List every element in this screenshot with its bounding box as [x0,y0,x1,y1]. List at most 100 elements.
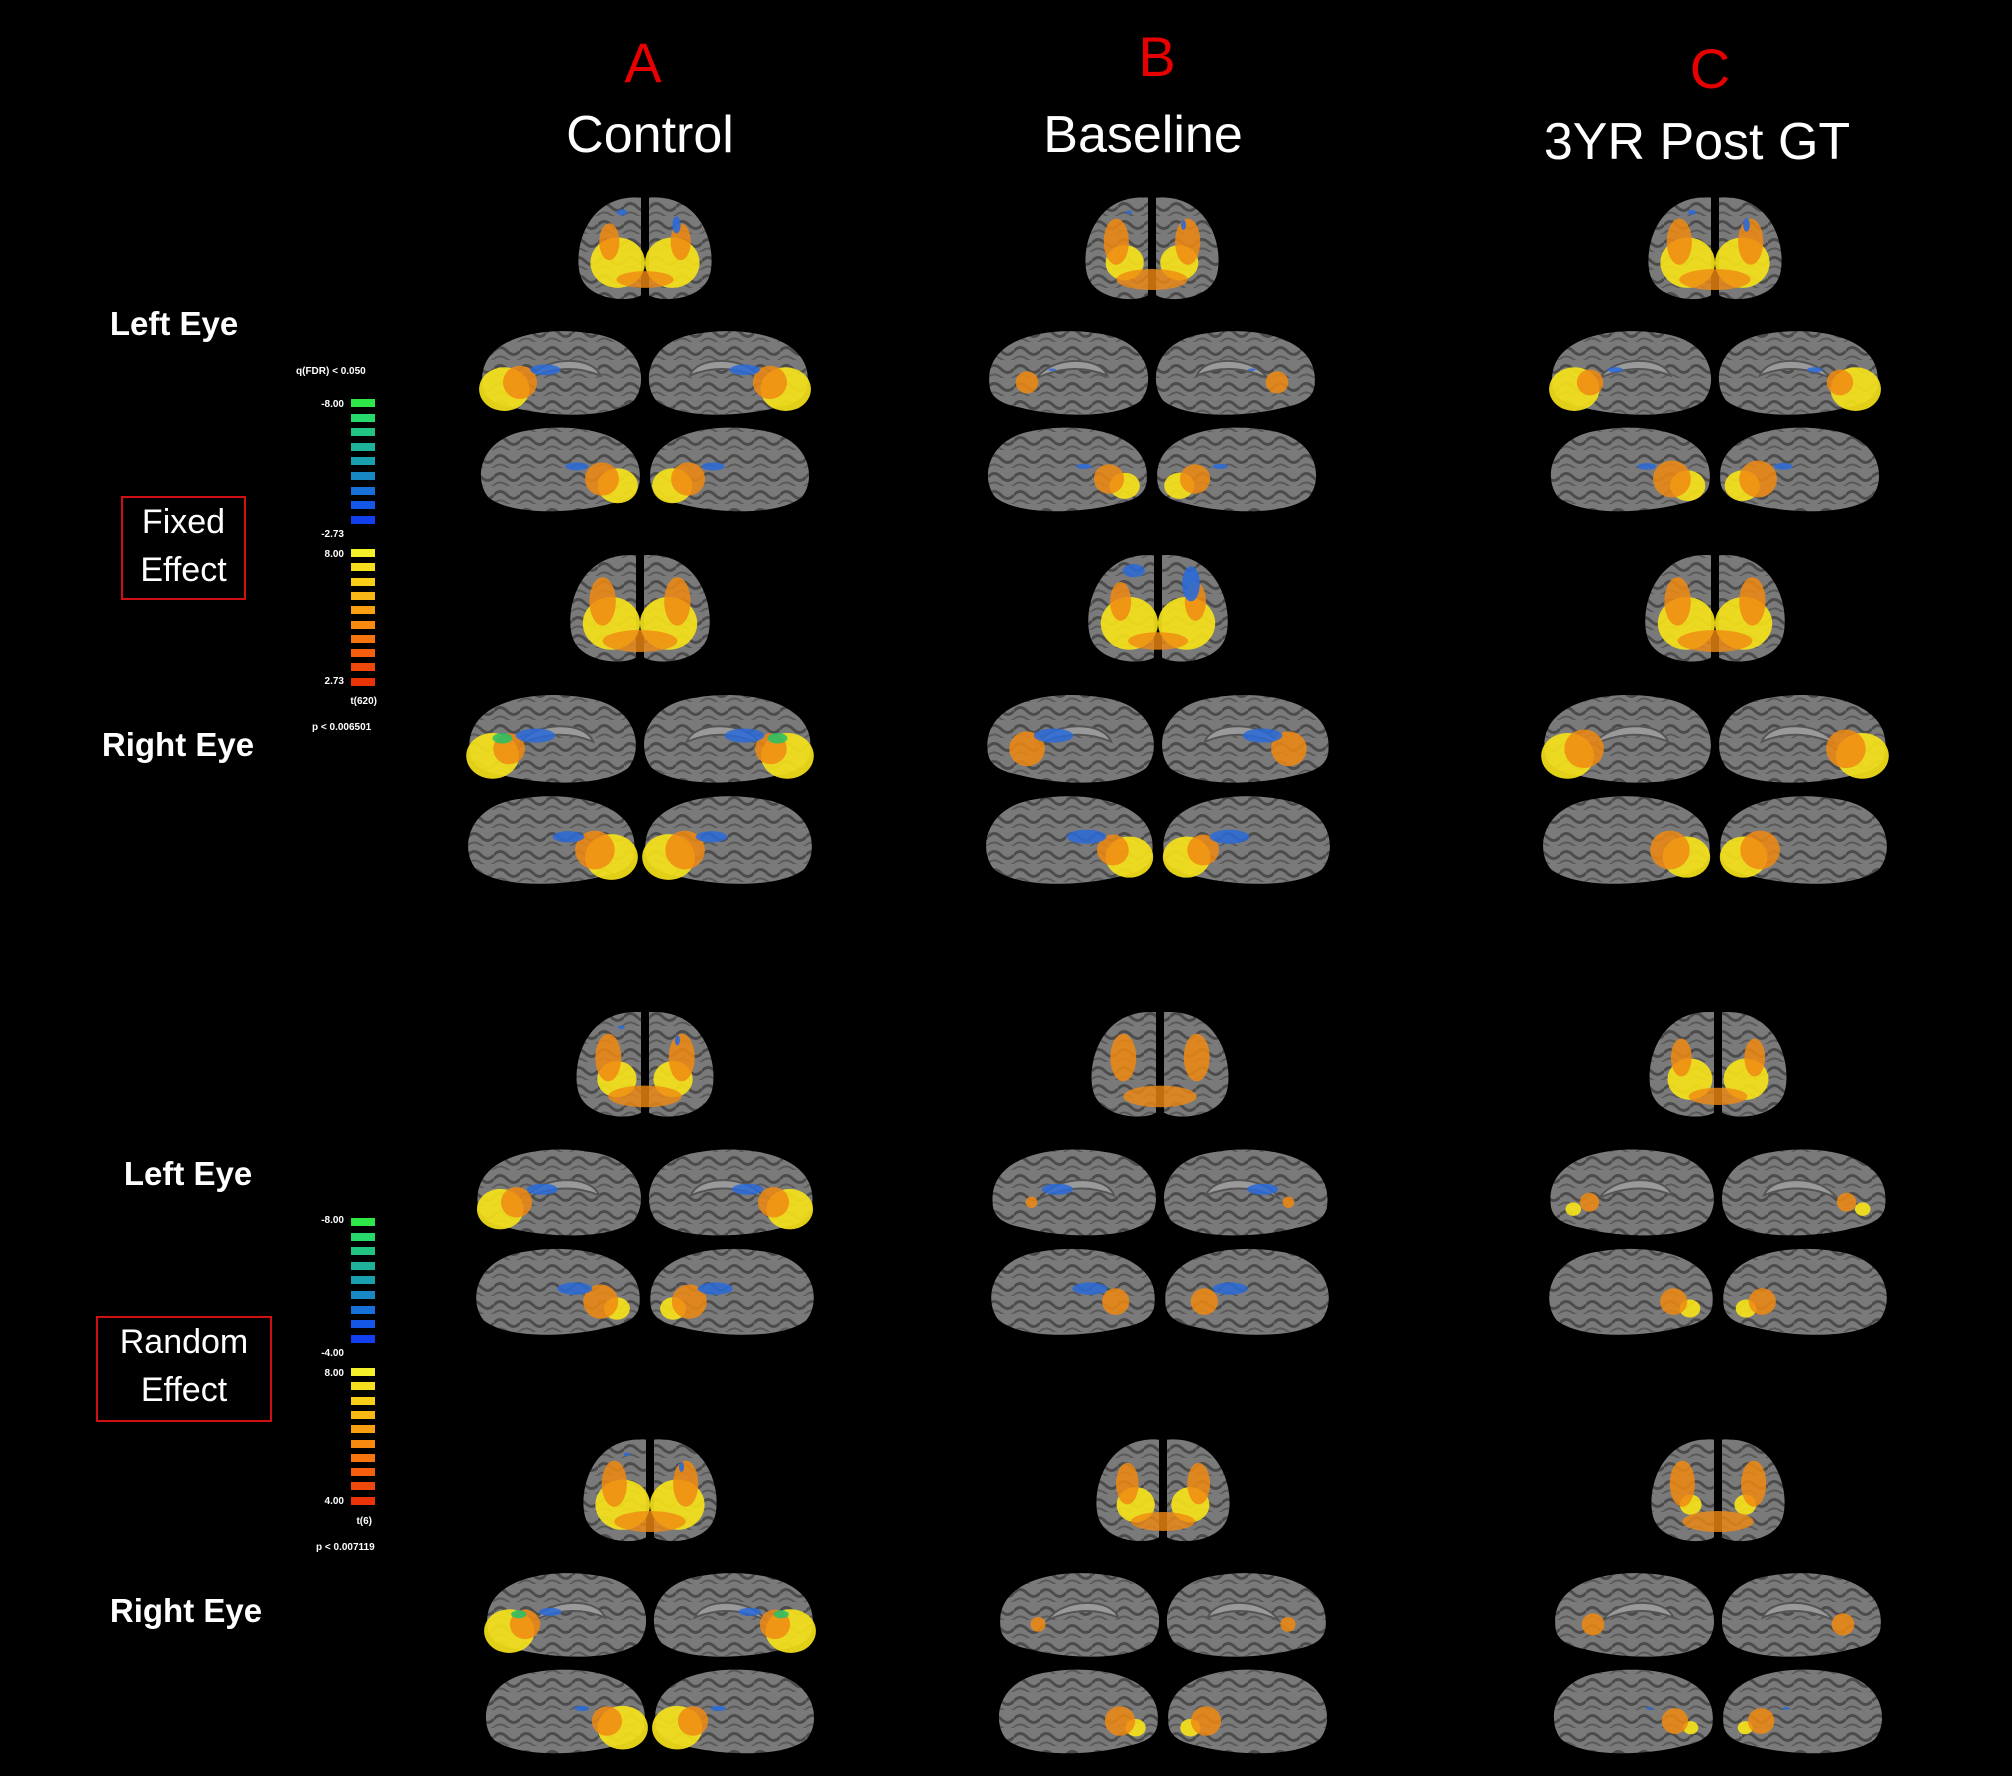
colorbar-swatch-positive [351,1482,375,1491]
activation-blob [1212,1282,1248,1295]
colorbar-swatch-negative [351,442,375,451]
colorbar-swatch-positive [351,1468,375,1477]
activation-blob [503,365,538,400]
colorbar-fixed-p-value: p < 0.006501 [312,722,372,733]
activation-blob [1743,218,1750,232]
colorbar-swatch-negative [351,1320,375,1329]
colorbar-swatch-negative [351,1305,375,1314]
activation-blob [1015,371,1039,394]
colorbar-swatch-negative [351,1291,375,1299]
activation-blob [1688,1087,1748,1106]
activation-blob [1180,219,1187,230]
activation-blob [500,1187,533,1218]
activation-blob [515,728,556,743]
brain-lateral-view [476,1248,640,1335]
activation-blob [1669,1460,1695,1507]
fixed-effect-line2: Effect [140,551,227,589]
activation-blob [526,1183,558,1195]
activation-blob [1122,564,1145,578]
activation-blob [1637,463,1657,470]
activation-blob [574,1705,590,1712]
activation-blob [1097,834,1129,866]
activation-blob [1579,1192,1600,1212]
activation-blob [1836,1192,1857,1212]
column-title-3yr-post-gt: 3YR Post GT [1543,113,1851,171]
colorbar-fixed-stat: t(620) [350,696,377,707]
activation-blob [565,462,589,471]
activation-blob [1128,632,1188,650]
activation-blob [552,831,585,843]
activation-blob [602,630,678,652]
activation-blob [623,1452,631,1457]
activation-blob [1025,1196,1038,1208]
activation-blob [695,831,728,843]
colorbar-swatch-positive [351,634,375,643]
activation-blob [1807,367,1823,373]
colorbar-swatch-positive [351,591,375,600]
activation-blob [665,830,705,870]
brain-medial-view [1721,1573,1881,1657]
activation-blob [773,1610,789,1619]
activation-blob [752,365,787,400]
colorbar-random-p-value: p < 0.007119 [316,1542,375,1553]
brain-medial-view [992,1149,1156,1236]
colorbar-swatch-negative [351,1261,375,1270]
activation-blob [674,1035,680,1046]
colorbar-swatch-negative [351,413,375,422]
activation-blob [511,1610,527,1619]
corpus-callosum [1044,1601,1121,1623]
colorbar-swatch-negative [351,501,375,510]
row-label-left-eye-fixed: Left Eye [109,305,239,342]
brain-lateral-view [998,1669,1158,1754]
activation-blob [1110,582,1132,621]
activation-blob [1076,463,1092,470]
colorbar-swatch-positive [351,1396,375,1405]
colorbar-swatch-positive [351,1410,375,1419]
activation-blob [1826,369,1854,396]
activation-blob [1670,1038,1692,1077]
colorbar-fixed: q(FDR) < 0.050 -8.00 -2.73 8.00 2.73 t(6… [296,366,406,736]
activation-blob [767,732,788,744]
activation-blob [1773,463,1793,470]
activation-blob [1125,210,1133,215]
colorbar-swatch-negative [351,1232,375,1241]
column-letter-b: B [1138,25,1176,88]
activation-blob [599,223,620,261]
activation-blob [1190,1288,1218,1315]
activation-blob [1565,1202,1582,1216]
brain-medial-view [1166,1573,1326,1657]
activation-blob [1739,577,1766,626]
brain-medial-view [1555,1573,1715,1657]
brain-medial-view [1722,1149,1886,1236]
corpus-callosum [1194,359,1271,381]
colorbar-random-stat: t(6) [356,1516,372,1527]
brain-lateral-view [1723,1669,1883,1754]
activation-blob [1564,729,1604,769]
column-title-control: Control [566,106,734,164]
brain-medial-view [1550,1149,1714,1236]
activation-blob [1739,460,1777,498]
activation-blob [1265,371,1289,394]
activation-blob [1102,1288,1130,1315]
colorbar-random-pos-min: 4.00 [324,1496,344,1507]
activation-blob [673,1460,699,1507]
column-title-baseline: Baseline [1043,106,1243,164]
activation-blob [1738,218,1764,265]
corpus-callosum [1591,725,1671,747]
corpus-callosum [1596,1179,1674,1201]
activation-blob [1187,834,1219,866]
activation-blob [557,1282,593,1295]
colorbar-swatch-negative [351,399,375,407]
colorbar-fixed-pos-max: 8.00 [324,549,344,560]
activation-blob [1209,829,1250,844]
activation-blob [1187,1462,1211,1505]
activation-blob [1744,1038,1766,1077]
activation-blob [724,728,765,743]
activation-blob [618,1025,625,1030]
activation-blob [1854,1202,1871,1216]
activation-blob [1183,1033,1210,1082]
activation-blob [757,1187,790,1218]
colorbar-random-pos-max: 8.00 [324,1368,344,1379]
colorbar-random-neg-min: -4.00 [321,1348,344,1359]
colorbar-swatch-negative [351,1218,375,1226]
